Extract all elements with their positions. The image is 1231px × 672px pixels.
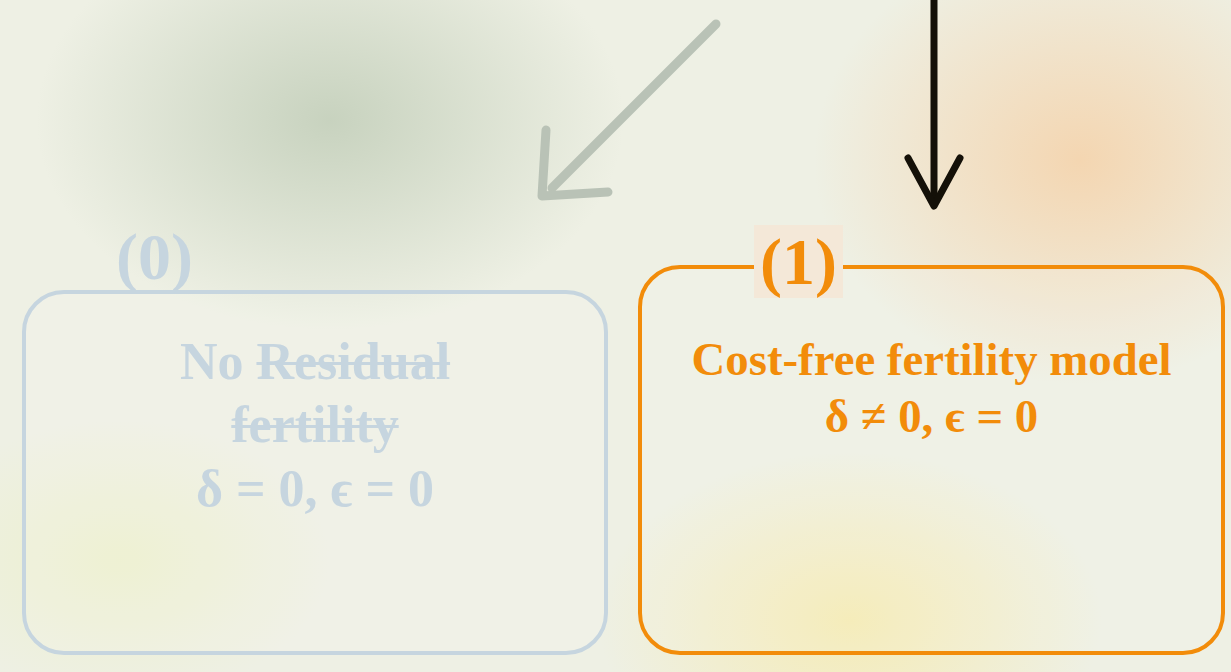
box-body: No Residual fertilityδ = 0, ϵ = 0 (105, 330, 525, 520)
box-number: (0) (110, 220, 199, 293)
grey-arrow-head (542, 130, 608, 196)
model-box: Cost-free fertility modelδ ≠ 0, ϵ = 0(1) (638, 265, 1225, 655)
black-arrow-head (908, 158, 960, 206)
struck-text: Residual fertility (231, 333, 450, 453)
box-number: (1) (754, 225, 843, 298)
black-arrow-shaft (931, 0, 938, 200)
model-box: No Residual fertilityδ = 0, ϵ = 0(0) (22, 290, 608, 655)
title-line: No Residual fertility (105, 330, 525, 457)
box-body: Cost-free fertility modelδ ≠ 0, ϵ = 0 (642, 331, 1222, 445)
parameter-formula: δ ≠ 0, ϵ = 0 (642, 388, 1222, 445)
box-title: No (180, 333, 244, 390)
grey-arrow-shaft (552, 24, 716, 188)
parameter-formula: δ = 0, ϵ = 0 (105, 457, 525, 520)
box-title: Cost-free fertility model (642, 331, 1222, 388)
